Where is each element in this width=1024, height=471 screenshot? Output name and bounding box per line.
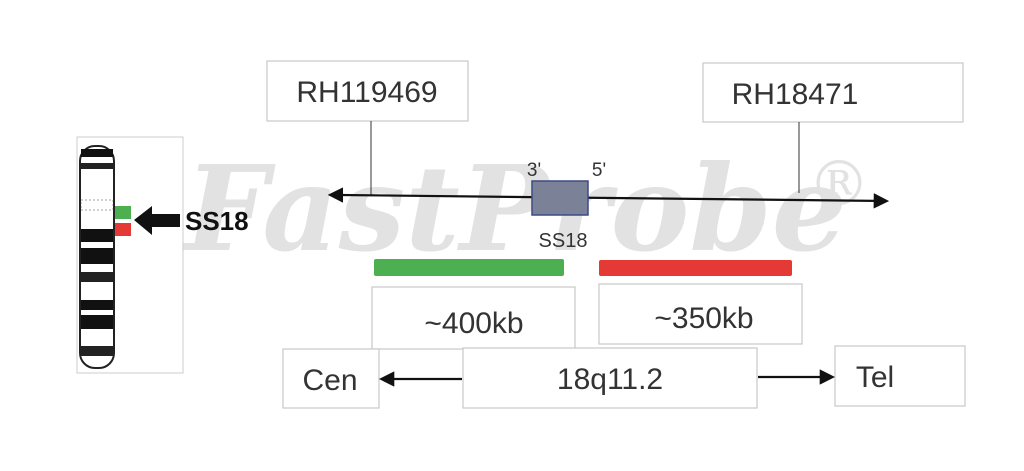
gene-3-prime-label: 3': [527, 160, 541, 181]
green-size-box: [371, 286, 576, 350]
band-box: [462, 347, 758, 409]
marker-right: RH18471: [702, 62, 964, 193]
chromosome-panel: SS18: [76, 136, 249, 374]
marker-right-box: [702, 62, 964, 123]
red-probe-segment: [599, 260, 792, 276]
marker-left-label: RH119469: [296, 76, 437, 109]
tel-box: [834, 345, 966, 407]
orientation-row: Cen 18q11.2 Tel: [282, 345, 966, 409]
watermark-text: FastProbe: [182, 139, 847, 278]
ss18-gene: 3' 5' SS18: [527, 160, 606, 252]
red-size: ~350kb: [598, 283, 803, 345]
marker-left-box: [266, 60, 469, 122]
marker-right-label: RH18471: [732, 78, 859, 111]
chromosome-red-signal: [115, 223, 131, 236]
green-probe-segment: [374, 259, 564, 276]
chromosome-green-signal: [115, 206, 131, 219]
red-size-label: ~350kb: [654, 302, 753, 335]
green-size-label: ~400kb: [424, 307, 523, 340]
chromosome-ideogram: [79, 145, 115, 369]
gene-5-prime-label: 5': [592, 160, 606, 181]
chromosome-frame: [76, 136, 184, 374]
red-size-box: [598, 283, 803, 345]
locus-label: SS18: [185, 206, 249, 236]
marker-left: RH119469: [266, 60, 469, 195]
watermark-registered: ®: [808, 147, 870, 220]
cen-label: Cen: [302, 364, 357, 397]
locus-pointer-arrow: [134, 206, 180, 235]
band-label: 18q11.2: [557, 363, 663, 396]
gene-name-label: SS18: [539, 230, 588, 252]
ss18-gene-box: [531, 180, 589, 216]
green-size: ~400kb: [371, 286, 576, 350]
tel-label: Tel: [856, 361, 894, 394]
genomic-axis-arrow: [327, 187, 890, 209]
